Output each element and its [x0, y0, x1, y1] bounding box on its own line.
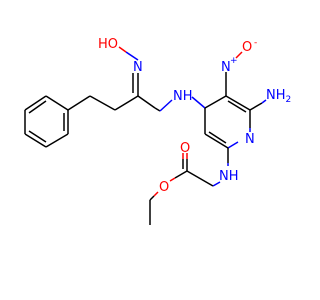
bond	[227, 100, 247, 113]
bond	[186, 170, 214, 187]
bond	[169, 177, 176, 182]
nitro-group	[225, 51, 243, 96]
nitro-o-charge: -	[254, 38, 257, 48]
bond	[28, 130, 47, 143]
bond	[154, 107, 161, 112]
bond	[153, 191, 159, 197]
bond	[191, 96, 206, 109]
amino-subscript: 2	[286, 95, 292, 105]
bond	[204, 133, 229, 149]
bond	[45, 133, 69, 148]
bond	[149, 195, 155, 201]
nitro-n-charge: +	[230, 56, 238, 66]
bond	[212, 181, 221, 187]
ester-o-label: O	[159, 180, 169, 195]
bond	[204, 95, 227, 109]
nitro-n-label: N	[221, 60, 231, 75]
pyridine-ring	[204, 95, 251, 149]
carbamate-group	[149, 148, 229, 225]
bond	[89, 95, 116, 111]
carbonyl-o-label: O	[180, 141, 190, 156]
chemical-structure-diagram: HO N NH N + O - NH2 N NH O O	[24, 37, 291, 225]
bond	[24, 95, 47, 111]
benzene-ring	[24, 95, 69, 148]
amino-group	[249, 99, 267, 111]
bond	[174, 170, 188, 179]
bond	[67, 95, 91, 111]
bond	[225, 95, 251, 111]
amino-nh-text: NH	[266, 88, 286, 103]
bond	[24, 133, 47, 148]
bond	[28, 100, 47, 114]
bond	[208, 131, 227, 144]
nitro-o-label: O	[242, 40, 252, 55]
hydroxyl-label: HO	[98, 37, 118, 52]
bond	[159, 99, 173, 112]
bond	[235, 51, 243, 59]
bond	[249, 102, 263, 111]
bond	[118, 46, 127, 53]
oxime-group	[118, 46, 139, 96]
bond	[114, 95, 139, 111]
amine-nh-label: NH	[173, 89, 193, 104]
carbamate-nh-label: NH	[219, 169, 239, 184]
bond	[227, 141, 239, 149]
alkyl-chain	[67, 95, 156, 111]
amino-nh2-label: NH2	[266, 88, 291, 105]
amine-link	[154, 96, 206, 112]
bond	[261, 99, 267, 104]
bond	[137, 95, 156, 109]
oxime-n-label: N	[133, 60, 143, 75]
pyridine-n-label: N	[245, 132, 255, 147]
bond	[125, 51, 139, 61]
bond	[45, 95, 69, 111]
